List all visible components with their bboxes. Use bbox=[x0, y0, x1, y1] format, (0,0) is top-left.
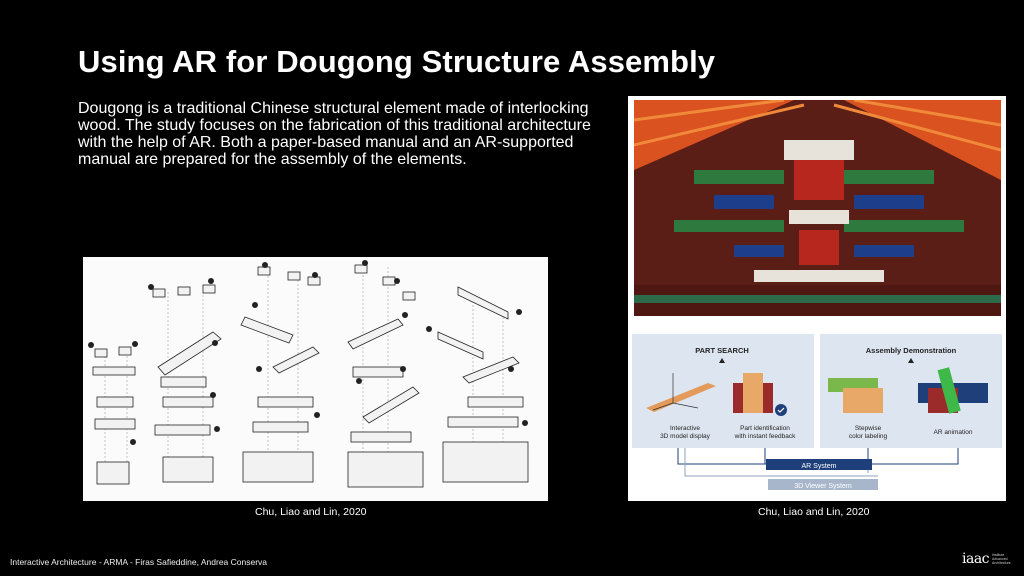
slide-body-text: Dougong is a traditional Chinese structu… bbox=[78, 100, 591, 168]
dougong-photo bbox=[634, 100, 1001, 316]
exploded-assembly-drawing bbox=[83, 257, 548, 501]
part-search-heading: PART SEARCH bbox=[695, 346, 749, 355]
part-id-label-2: with instant feedback bbox=[734, 433, 796, 440]
part-search-panel bbox=[632, 334, 814, 448]
3d-model-part-icon bbox=[646, 373, 716, 412]
interactive-label-1: Interactive bbox=[670, 425, 700, 432]
logo-sub-1: Institute bbox=[992, 553, 1005, 557]
ar-system-box bbox=[766, 459, 872, 470]
part-identification-icon bbox=[733, 373, 787, 416]
right-image-caption: Chu, Liao and Lin, 2020 bbox=[758, 506, 870, 518]
left-image-caption: Chu, Liao and Lin, 2020 bbox=[255, 506, 367, 518]
ar-system-label: AR System bbox=[801, 463, 836, 470]
logo-sub-3: Architecture bbox=[992, 561, 1011, 565]
iaac-logo-text: iaac bbox=[962, 551, 990, 567]
stepwise-label-2: color labeling bbox=[849, 433, 888, 440]
ar-animation-label: AR animation bbox=[933, 429, 972, 436]
arrow-down-icon bbox=[908, 358, 914, 363]
arrow-down-icon bbox=[719, 358, 725, 363]
viewer-system-label: 3D Viewer System bbox=[794, 483, 852, 490]
assembly-demo-heading: Assembly Demonstration bbox=[866, 346, 957, 355]
part-id-label-1: Part identification bbox=[740, 425, 790, 432]
stepwise-label-1: Stepwise bbox=[855, 425, 882, 432]
dougong-bracket-photo bbox=[634, 100, 1001, 316]
iaac-logo-subtitle: Institute Advanced Architecture bbox=[992, 553, 1011, 565]
stepwise-color-part-icon bbox=[828, 378, 883, 413]
system-diagram: PART SEARCH Assembly Demonstration Inter… bbox=[632, 334, 1002, 490]
footer-credits: Interactive Architecture - ARMA - Firas … bbox=[10, 557, 268, 567]
iaac-logo: iaac Institute Advanced Architecture bbox=[962, 551, 1011, 567]
slide-title: Using AR for Dougong Structure Assembly bbox=[78, 44, 716, 79]
interactive-label-2: 3D model display bbox=[660, 433, 711, 440]
dougong-photo-and-system-diagram: PART SEARCH Assembly Demonstration Inter… bbox=[628, 96, 1006, 501]
logo-sub-2: Advanced bbox=[992, 557, 1008, 561]
viewer-system-box bbox=[768, 479, 878, 490]
exploded-assembly-illustration bbox=[88, 260, 529, 488]
ar-animation-part-icon bbox=[918, 367, 988, 414]
